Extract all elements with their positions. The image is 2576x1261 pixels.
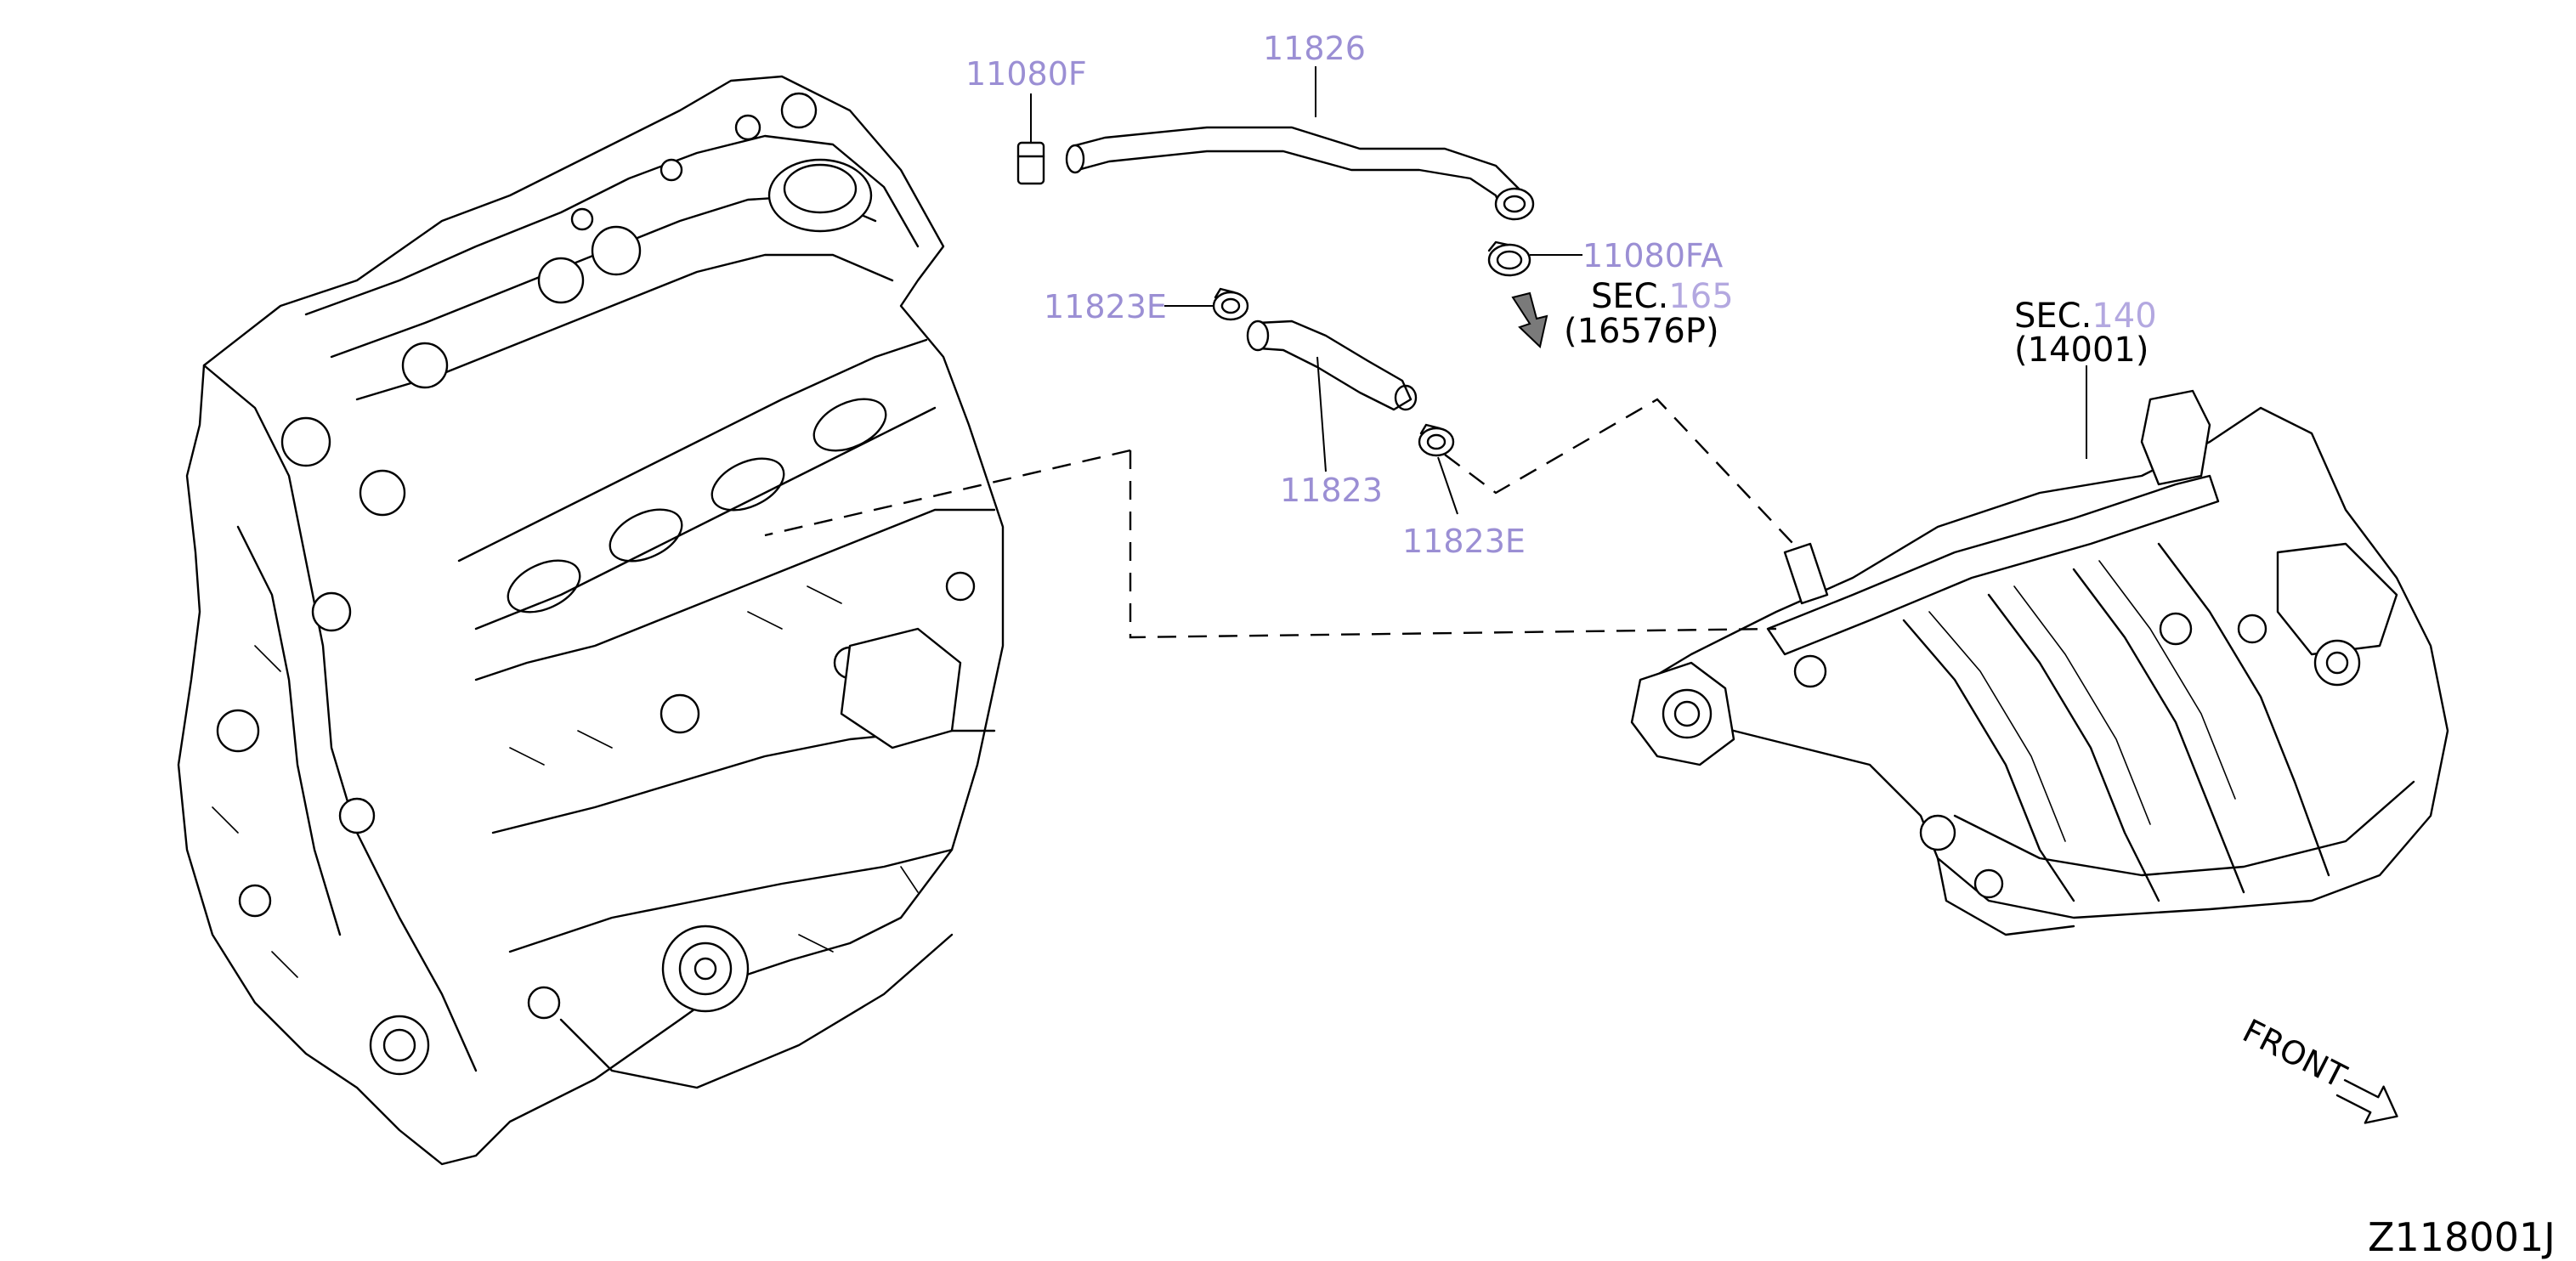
svg-text:SEC.140: SEC.140 (2014, 297, 2157, 336)
diagram-code: Z118001J (2368, 1214, 2556, 1260)
intake-manifold (1630, 389, 2449, 936)
engine-assembly (177, 75, 1005, 1166)
sec-number: 140 (2092, 297, 2156, 336)
clamp-11823e-upper (1212, 287, 1249, 321)
down-arrow-icon (1511, 291, 1548, 348)
sec-part: (16576P) (1564, 312, 1719, 351)
connection-lines (764, 398, 1794, 639)
svg-text:SEC.165: SEC.165 (1591, 277, 1734, 316)
callout-11080f: 11080F (965, 55, 1087, 93)
clamp-11823e-lower (1418, 423, 1455, 457)
sec-ref-blowby: SEC.165 (16576P) (1564, 277, 1734, 351)
sec-part: (14001) (2014, 331, 2149, 370)
clip-11080f (1016, 141, 1045, 185)
sec-prefix: SEC. (1591, 277, 1668, 316)
callout-11823e-upper: 11823E (1044, 288, 1167, 325)
front-indicator: FRONT (2237, 1012, 2398, 1124)
front-arrow-icon (2335, 1079, 2398, 1124)
clamp-11080fa (1487, 240, 1531, 277)
intake-ports (507, 398, 887, 614)
sec-ref-manifold: SEC.140 (14001) (2014, 297, 2157, 370)
callout-11823e-lower: 11823E (1402, 523, 1526, 560)
front-label: FRONT (2237, 1012, 2352, 1095)
leader-lines (1030, 66, 2087, 515)
sec-prefix: SEC. (2014, 297, 2092, 336)
hose-11826 (1065, 126, 1535, 221)
callout-11823: 11823 (1280, 472, 1383, 509)
callout-11826: 11826 (1263, 30, 1366, 67)
sec-number: 165 (1668, 277, 1733, 316)
hose-11823 (1246, 319, 1418, 411)
callout-11080fa: 11080FA (1582, 237, 1723, 274)
